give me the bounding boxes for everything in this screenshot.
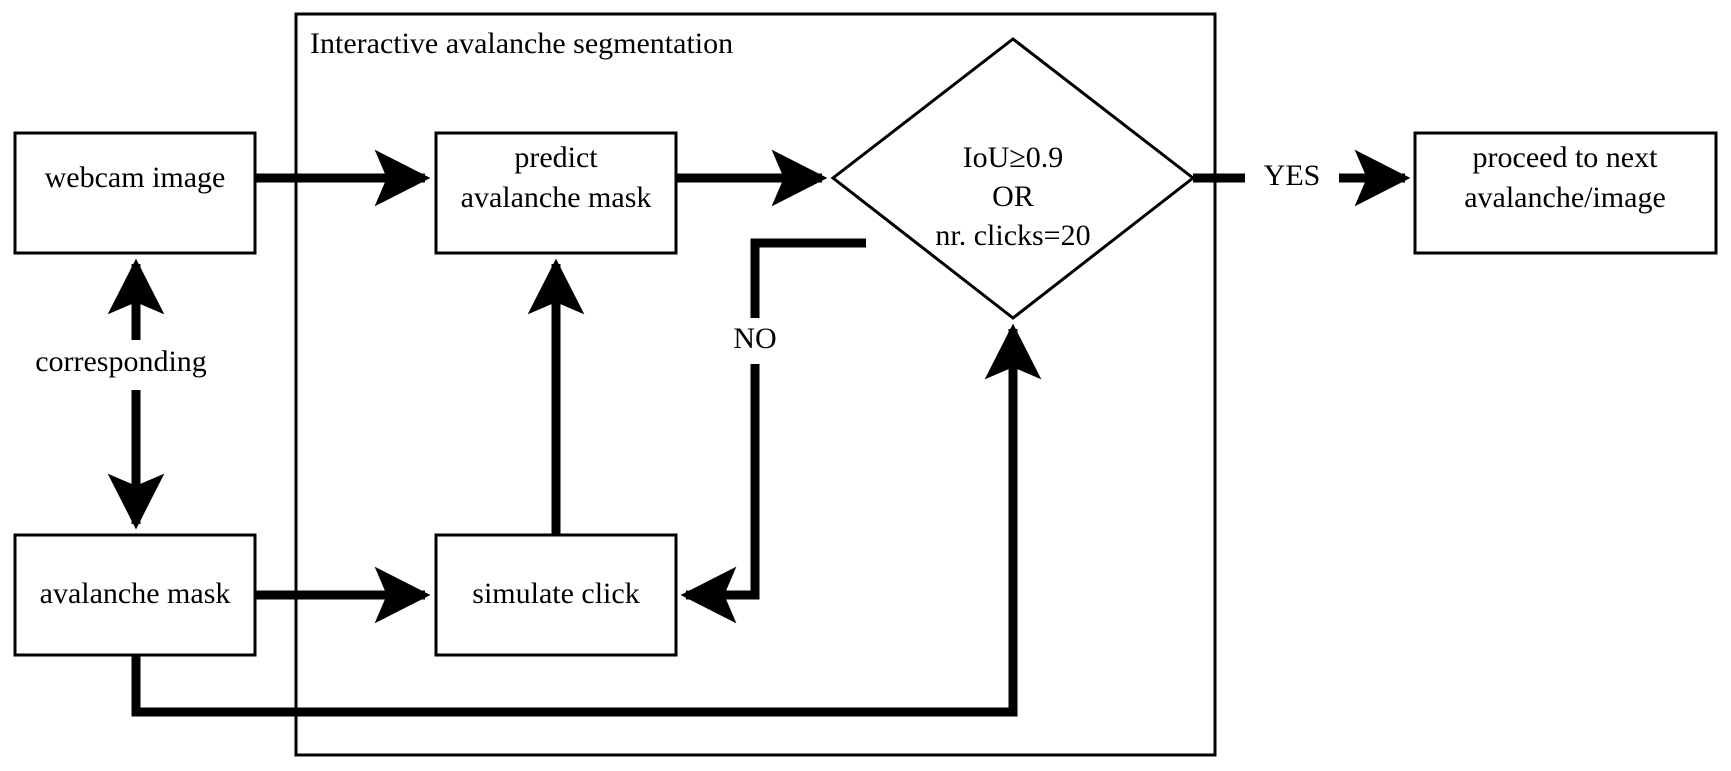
node-decision-label-line2: OR: [992, 180, 1034, 213]
node-proceed-to-next-label-line2: avalanche/image: [1464, 181, 1666, 214]
edge-label-no: NO: [733, 322, 776, 355]
no-label-bg: [720, 318, 792, 364]
node-proceed-to-next-label-line1: proceed to next: [1473, 141, 1659, 174]
corresponding-label-bg: [16, 340, 256, 390]
node-decision-diamond[interactable]: [830, 37, 1196, 320]
group-container-interactive-segmentation: [294, 12, 1217, 757]
node-avalanche-mask-label: avalanche mask: [40, 577, 231, 610]
node-avalanche-mask[interactable]: [13, 533, 257, 657]
edge-decision-no-to-simulate-click: [680, 238, 866, 624]
node-predict-avalanche-mask[interactable]: [434, 131, 678, 255]
node-predict-avalanche-mask-label-line2: avalanche mask: [461, 181, 652, 214]
node-proceed-to-next[interactable]: [1413, 131, 1718, 255]
node-webcam-image-label: webcam image: [45, 161, 226, 194]
node-decision-label-line1: IoU≥0.9: [963, 141, 1064, 174]
group-title-label: Interactive avalanche segmentation: [310, 27, 733, 60]
edge-label-yes: YES: [1264, 159, 1321, 192]
node-decision-label-line3: nr. clicks=20: [935, 219, 1090, 252]
edge-mask-loop-to-decision: [131, 323, 1042, 717]
edge-label-corresponding: corresponding: [35, 345, 207, 378]
node-webcam-image[interactable]: [13, 131, 257, 255]
node-simulate-click[interactable]: [434, 533, 678, 657]
node-simulate-click-label: simulate click: [472, 577, 639, 610]
yes-label-bg: [1245, 155, 1339, 201]
node-predict-avalanche-mask-label-line1: predict: [514, 141, 598, 174]
